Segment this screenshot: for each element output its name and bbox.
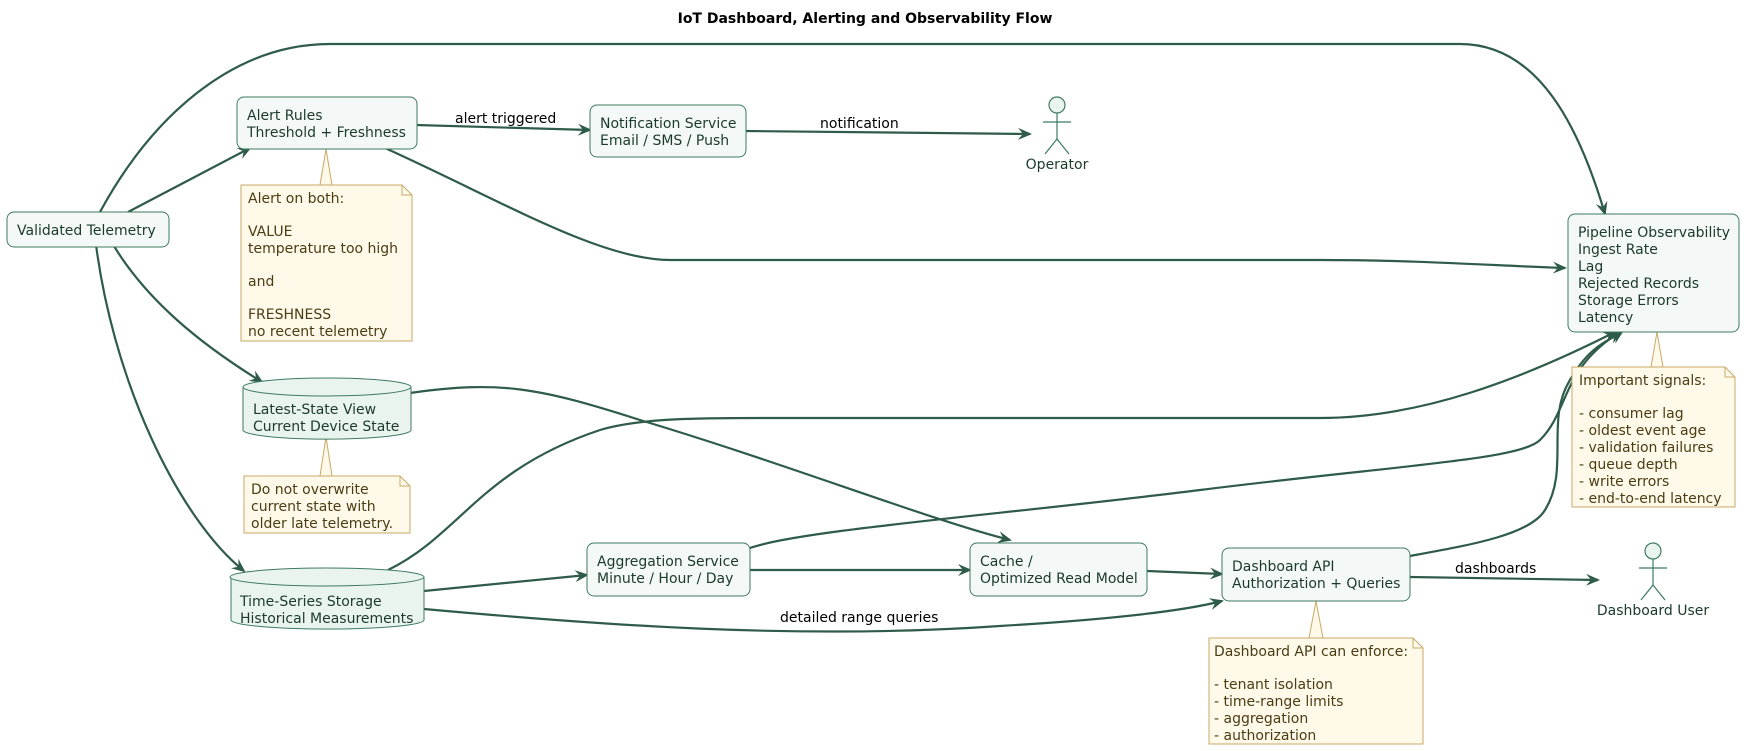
node-sublabel: Optimized Read Model [980, 571, 1138, 587]
node-sublabel: Email / SMS / Push [600, 133, 729, 149]
note-line: - tenant isolation [1214, 677, 1333, 693]
actor-head-icon [1644, 542, 1662, 560]
edge-notification-to-operator [745, 127, 1032, 140]
node-label: Notification Service [600, 116, 737, 132]
edge-dashboard-api-to-user [1409, 573, 1600, 586]
actor-dashboard-user: Dashboard User [1597, 542, 1710, 619]
node-sublabel: Current Device State [253, 419, 399, 435]
edge-timeseries-to-observability [387, 331, 1617, 571]
actor-label: Operator [1026, 157, 1089, 173]
note-line: - oldest event age [1579, 423, 1706, 439]
note-line: Important signals: [1579, 373, 1706, 389]
edge-telemetry-to-observability [99, 42, 1608, 216]
note-latest-state: Do not overwrite current state with olde… [243, 475, 411, 534]
note-line: - queue depth [1579, 457, 1678, 473]
note-line: - authorization [1214, 728, 1316, 744]
edge-latest-state-to-cache [409, 385, 1012, 543]
note-line: - validation failures [1579, 440, 1713, 456]
note-observability: Important signals: - consumer lag - olde… [1571, 366, 1736, 508]
actor-operator: Operator [1026, 96, 1089, 173]
note-line: FRESHNESS [248, 307, 331, 323]
actor-label: Dashboard User [1597, 603, 1710, 619]
note-line: - write errors [1579, 474, 1669, 490]
node-label: Time-Series Storage [239, 594, 382, 610]
node-notification-service: Notification Service Email / SMS / Push [589, 104, 747, 158]
edge-label-dashboards: dashboards [1455, 561, 1536, 577]
edge-telemetry-to-alert-rules [127, 147, 252, 213]
node-label: Latest-State View [253, 402, 376, 418]
note-line: - aggregation [1214, 711, 1308, 727]
node-label: Pipeline Observability [1578, 225, 1730, 241]
node-label: Aggregation Service [597, 554, 739, 570]
edge-alert-to-observability [384, 146, 1567, 274]
node-label: Cache / [980, 554, 1033, 570]
node-dashboard-api: Dashboard API Authorization + Queries [1221, 547, 1411, 602]
note-line: - end-to-end latency [1579, 491, 1722, 507]
note-line: older late telemetry. [251, 516, 393, 532]
actor-head-icon [1048, 96, 1066, 114]
note-line: and [248, 274, 274, 290]
note-line: Do not overwrite [251, 482, 369, 498]
node-pipeline-observability: Pipeline Observability Ingest Rate Lag R… [1567, 213, 1740, 333]
node-sublabel: Authorization + Queries [1232, 576, 1400, 592]
node-sublabel: Threshold + Freshness [246, 125, 406, 141]
edge-dashboard-api-to-observability [1409, 330, 1624, 558]
edges [92, 42, 1624, 633]
note-line: Dashboard API can enforce: [1214, 644, 1408, 660]
edge-label-alert-triggered: alert triggered [455, 111, 556, 127]
note-dashboard-api: Dashboard API can enforce: - tenant isol… [1208, 637, 1424, 745]
edge-timeseries-to-dashboard-api [423, 598, 1224, 633]
node-line: Ingest Rate [1578, 242, 1658, 258]
note-line: temperature too high [248, 241, 398, 257]
diagram-title: IoT Dashboard, Alerting and Observabilit… [678, 11, 1053, 27]
node-line: Latency [1578, 310, 1633, 326]
node-alert-rules: Alert Rules Threshold + Freshness [236, 96, 418, 150]
edge-label-notification: notification [820, 116, 899, 132]
edge-telemetry-to-latest-state [103, 227, 264, 384]
note-line: current state with [251, 499, 376, 515]
node-validated-telemetry: Validated Telemetry [6, 211, 170, 248]
node-cache: Cache / Optimized Read Model [969, 542, 1148, 597]
node-label: Dashboard API [1232, 559, 1335, 575]
note-line: - time-range limits [1214, 694, 1343, 710]
note-line: Alert on both: [248, 191, 344, 207]
note-line: no recent telemetry [248, 324, 387, 340]
note-line: - consumer lag [1579, 406, 1684, 422]
edge-aggregation-to-observability [749, 330, 1622, 550]
node-sublabel: Historical Measurements [240, 611, 413, 627]
edge-label-detailed-range-queries: detailed range queries [780, 610, 938, 626]
node-latest-state-view: Latest-State View Current Device State [242, 377, 412, 440]
edge-alert-to-notification [415, 123, 592, 136]
edge-timeseries-to-aggregation [423, 570, 589, 593]
node-sublabel: Minute / Hour / Day [597, 571, 733, 587]
edge-telemetry-to-timeseries [92, 227, 246, 573]
edge-cache-to-dashboard-api [1146, 567, 1224, 580]
node-line: Rejected Records [1578, 276, 1699, 292]
note-line: VALUE [248, 224, 292, 240]
note-alert-rules: Alert on both: VALUE temperature too hig… [240, 184, 413, 342]
node-aggregation-service: Aggregation Service Minute / Hour / Day [586, 542, 751, 597]
node-label: Alert Rules [247, 108, 323, 124]
node-line: Lag [1578, 259, 1603, 275]
node-line: Storage Errors [1578, 293, 1679, 309]
node-time-series-storage: Time-Series Storage Historical Measureme… [229, 567, 425, 630]
node-label: Validated Telemetry [17, 223, 156, 239]
